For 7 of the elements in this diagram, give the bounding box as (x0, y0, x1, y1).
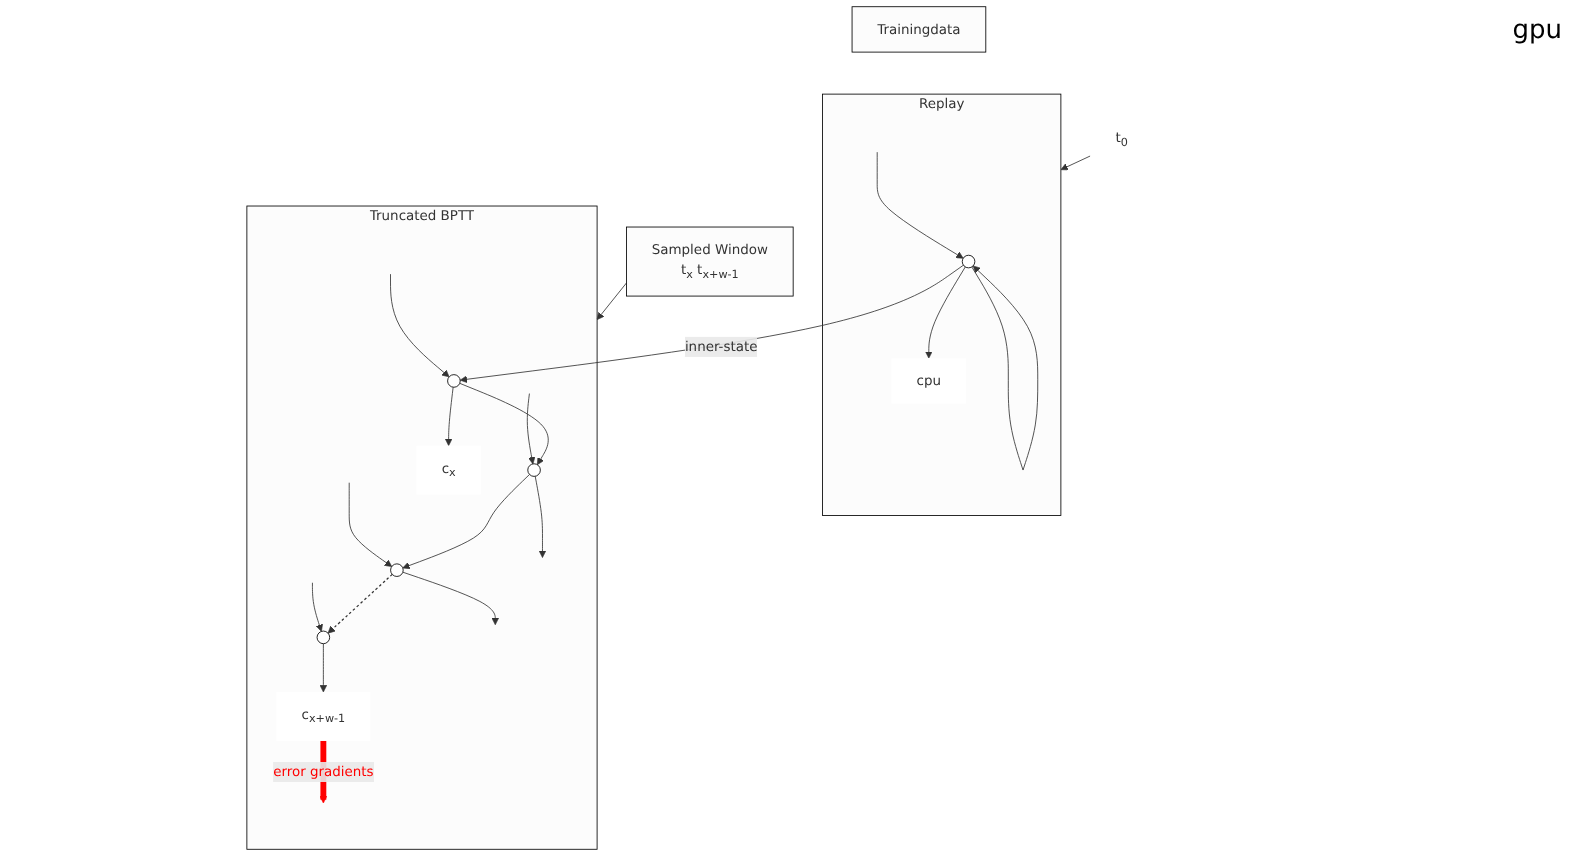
node-circle (961, 254, 976, 269)
node-circle (447, 374, 461, 388)
note-text: gpu (1512, 16, 1562, 46)
node-circle (527, 463, 541, 477)
node-circle (390, 563, 404, 577)
arrow (327, 573, 393, 634)
node-circle (316, 630, 331, 645)
